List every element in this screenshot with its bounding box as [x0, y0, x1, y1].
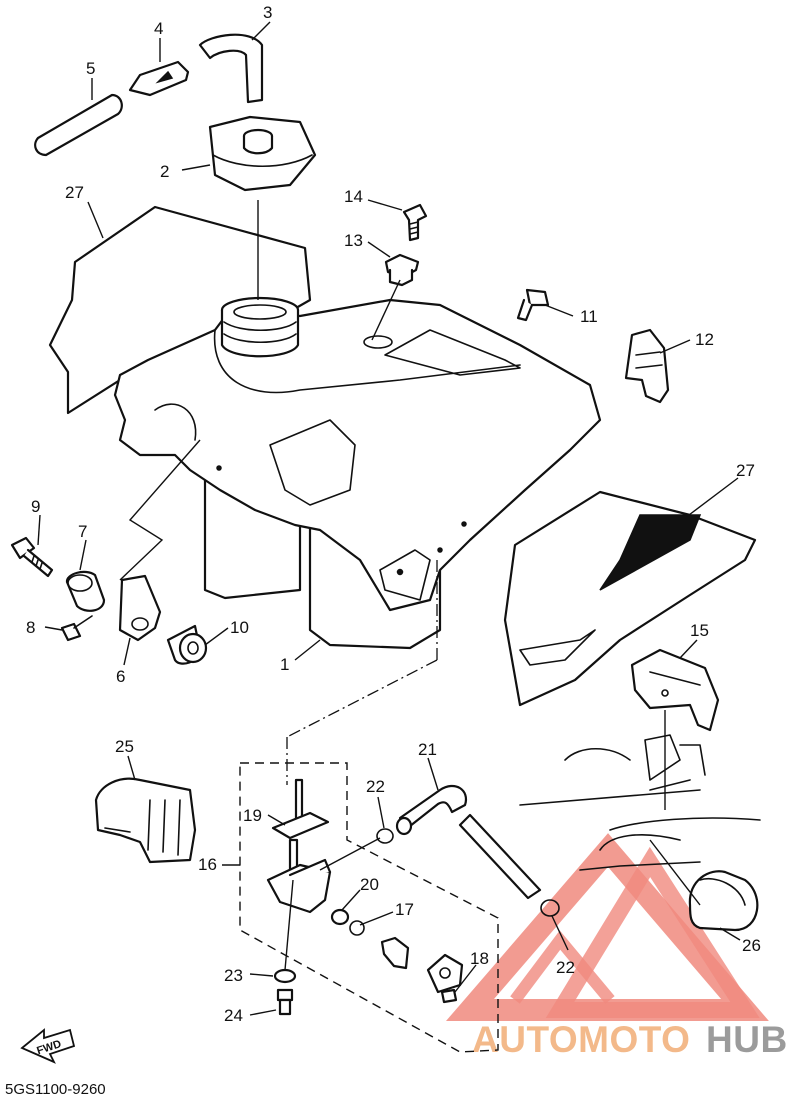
callout-2: 2	[160, 162, 169, 181]
callout-27-left: 27	[65, 183, 84, 202]
bracket-6	[118, 574, 162, 642]
callout-labels: 3 4 5 2 27 14 13 11 12 27 9 7 8 6 10 1 1…	[26, 3, 761, 1025]
callout-7: 7	[78, 522, 87, 541]
left-side-cover	[48, 205, 312, 415]
diagram-code: 5GS1100-9260	[5, 1081, 106, 1098]
hose-5	[34, 93, 123, 157]
breather-hose	[198, 33, 264, 104]
callout-25: 25	[115, 737, 134, 756]
callout-6: 6	[116, 667, 125, 686]
callout-12: 12	[695, 330, 714, 349]
callout-20: 20	[360, 875, 379, 894]
clip-12	[624, 328, 670, 404]
fwd-arrow-icon: FWD	[20, 1028, 76, 1064]
check-valve	[128, 60, 190, 97]
callout-21: 21	[418, 740, 437, 759]
fuel-cock-assembly	[239, 762, 499, 1053]
connector-lines	[119, 200, 701, 971]
right-side-cover	[503, 490, 757, 707]
logo-text-primary: AUTOMOTO	[472, 1019, 690, 1060]
bracket-15	[630, 648, 720, 732]
fuel-tank	[113, 296, 602, 650]
callout-10: 10	[230, 618, 249, 637]
callout-9: 9	[31, 497, 40, 516]
damper-7	[65, 570, 106, 612]
callout-16: 16	[198, 855, 217, 874]
callout-19: 19	[243, 806, 262, 825]
callout-24: 24	[224, 1006, 243, 1025]
band-26	[688, 870, 759, 932]
automotohub-logo: AUTOMOTO HUB	[445, 833, 788, 1060]
leader-lines	[37, 21, 741, 1016]
callout-8: 8	[26, 618, 35, 637]
callout-4: 4	[154, 19, 163, 38]
protector-25	[94, 777, 197, 864]
callout-13: 13	[344, 231, 363, 250]
callout-5: 5	[86, 59, 95, 78]
callout-18: 18	[470, 949, 489, 968]
bolt-9	[10, 536, 54, 578]
bolt-14	[402, 203, 428, 242]
bolt-11	[516, 288, 550, 322]
callout-26: 26	[742, 936, 761, 955]
callout-1: 1	[280, 655, 289, 674]
callout-14: 14	[344, 187, 363, 206]
callout-3: 3	[263, 3, 272, 22]
callout-27-right: 27	[736, 461, 755, 480]
fuel-cap	[208, 115, 317, 192]
hose-clip-lower	[540, 899, 560, 917]
callout-17: 17	[395, 900, 414, 919]
fuel-hose	[395, 784, 542, 900]
callout-11: 11	[580, 307, 598, 326]
hose-clip-upper	[376, 828, 394, 844]
bolt-8	[60, 615, 93, 642]
collar-13	[384, 253, 420, 287]
logo-text-secondary: HUB	[706, 1019, 788, 1060]
callout-23: 23	[224, 966, 243, 985]
callout-15: 15	[690, 621, 709, 640]
frame-tubing	[519, 734, 761, 871]
callout-22-lower: 22	[556, 958, 575, 977]
collar-10	[166, 624, 208, 665]
callout-22-upper: 22	[366, 777, 385, 796]
